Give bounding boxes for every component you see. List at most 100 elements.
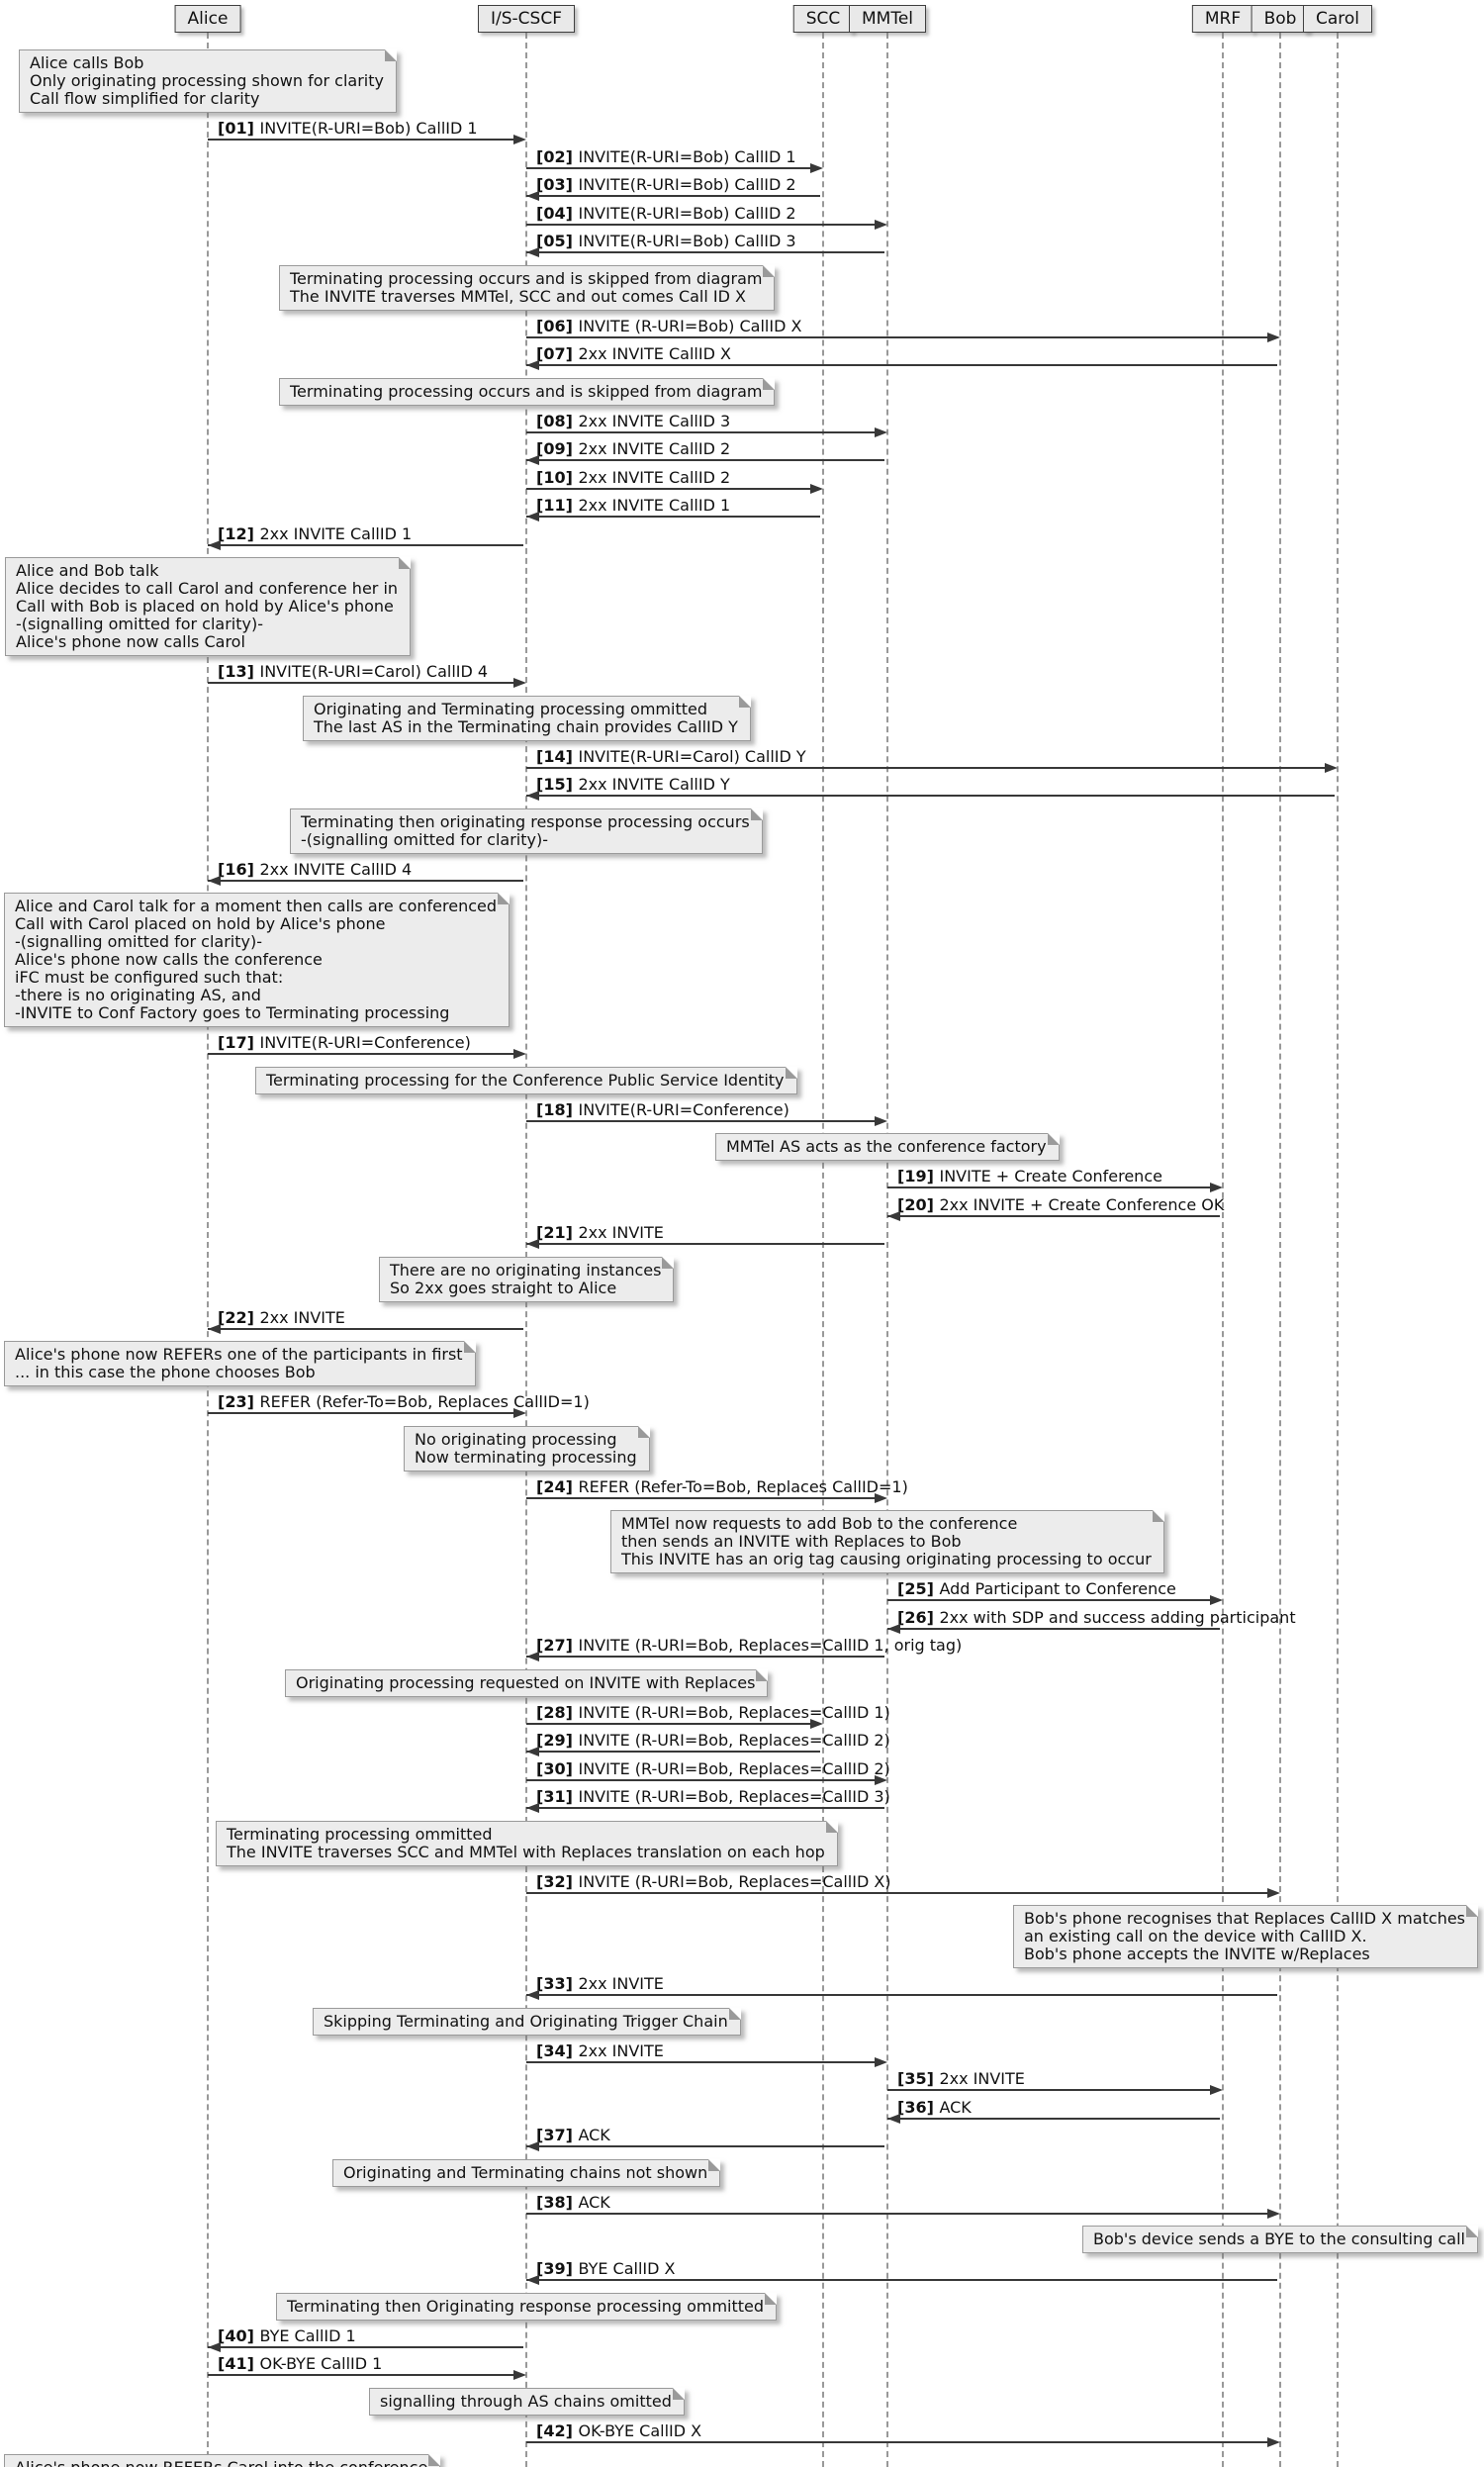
message-18-label: [18] INVITE(R-URI=Conference) (536, 1099, 789, 1119)
message-16-arrow (208, 879, 523, 882)
note-56: Bob's device sends a BYE to the consulti… (1082, 2226, 1478, 2253)
message-seq: [27] (536, 1636, 579, 1655)
message-14-arrowhead (1325, 762, 1338, 773)
note-line: Terminating then Originating response pr… (287, 2296, 765, 2316)
note-line: -there is no originating AS, and (15, 986, 261, 1004)
message-24-arrowhead (875, 1492, 887, 1503)
note-line: Terminating processing for the Conferenc… (266, 1070, 785, 1090)
lifeline-bob (1279, 33, 1281, 2467)
note-line: So 2xx goes straight to Alice (390, 1278, 617, 1297)
message-39-arrowhead (526, 2275, 539, 2285)
message-seq: [34] (536, 2040, 579, 2060)
message-25-arrow (887, 1599, 1220, 1601)
message-33-arrowhead (526, 1990, 539, 2000)
message-04-arrow (526, 223, 884, 226)
message-04-arrowhead (875, 219, 887, 230)
message-15-arrowhead (526, 791, 539, 801)
message-seq: [18] (536, 1099, 579, 1119)
message-22-arrowhead (208, 1323, 221, 1334)
message-42-arrow (526, 2440, 1277, 2443)
message-seq: [09] (536, 439, 579, 458)
message-12-label: [12] 2xx INVITE CallID 1 (218, 523, 413, 543)
note-line: Terminating then originating response pr… (301, 811, 750, 831)
note-line: an existing call on the device with Call… (1024, 1927, 1367, 1945)
message-07-arrow (526, 364, 1277, 366)
note-line: Bob's phone accepts the INVITE w/Replace… (1024, 1945, 1370, 1963)
message-25-label: [25] Add Participant to Conference (897, 1579, 1176, 1598)
note-line: Alice's phone now calls Carol (16, 632, 245, 651)
note-22: Alice and Carol talk for a moment then c… (4, 893, 510, 1027)
message-16-arrowhead (208, 875, 221, 886)
note-line: Alice and Carol talk for a moment then c… (15, 897, 497, 915)
note-6: Terminating processing occurs and is ski… (279, 264, 776, 311)
message-seq: [38] (536, 2192, 579, 2212)
message-11-arrowhead (526, 512, 539, 522)
note-line: Call with Bob is placed on hold by Alice… (16, 597, 394, 616)
note-line: Alice and Bob talk (16, 561, 159, 580)
note-9: Terminating processing occurs and is ski… (279, 377, 776, 406)
message-32-arrow (526, 1891, 1277, 1894)
message-seq: [01] (218, 119, 260, 138)
message-15-arrow (526, 795, 1335, 797)
note-line: Originating processing requested on INVI… (296, 1672, 756, 1692)
message-seq: [07] (536, 344, 579, 363)
note-line: Bob's device sends a BYE to the consulti… (1093, 2230, 1465, 2248)
note-32: Alice's phone now REFERs one of the part… (4, 1341, 476, 1386)
message-31-arrowhead (526, 1803, 539, 1813)
message-19-arrow (887, 1186, 1220, 1188)
message-26-label: [26] 2xx with SDP and success adding par… (897, 1607, 1296, 1627)
note-49: Skipping Terminating and Originating Tri… (313, 2007, 741, 2036)
message-11-label: [11] 2xx INVITE CallID 1 (536, 496, 731, 515)
message-31-arrow (526, 1807, 884, 1809)
message-21-arrowhead (526, 1239, 539, 1249)
note-36: MMTel now requests to add Bob to the con… (610, 1510, 1164, 1573)
note-58: Terminating then Originating response pr… (276, 2292, 778, 2321)
message-seq: [13] (218, 662, 260, 681)
message-39-label: [39] BYE CallID X (536, 2259, 676, 2278)
message-35-label: [35] 2xx INVITE (897, 2069, 1025, 2088)
message-29-arrow (526, 1751, 820, 1753)
note-line: signalling through AS chains omitted (380, 2391, 672, 2411)
message-23-arrow (208, 1412, 523, 1414)
note-20: Terminating then originating response pr… (290, 807, 763, 854)
message-30-arrow (526, 1778, 884, 1781)
note-24: Terminating processing for the Conferenc… (255, 1066, 797, 1094)
message-seq: [05] (536, 232, 579, 250)
message-seq: [21] (536, 1223, 579, 1242)
note-line: The last AS in the Terminating chain pro… (314, 716, 738, 736)
message-23-arrowhead (513, 1408, 526, 1418)
message-30-arrowhead (875, 1774, 887, 1785)
message-08-label: [08] 2xx INVITE CallID 3 (536, 411, 731, 430)
message-19-label: [19] INVITE + Create Conference (897, 1167, 1162, 1186)
message-22-arrow (208, 1327, 523, 1330)
message-35-arrow (887, 2089, 1220, 2091)
message-35-arrowhead (1210, 2085, 1223, 2095)
note-63: Alice's phone now REFERs Carol into the … (4, 2454, 441, 2467)
note-26: MMTel AS acts as the conference factory (715, 1133, 1060, 1161)
participant-carol: Carol (1302, 5, 1373, 33)
message-28-label: [28] INVITE (R-URI=Bob, Replaces=CallID … (536, 1702, 890, 1722)
note-line: Originating and Terminating processing o… (314, 699, 707, 718)
message-42-arrowhead (1267, 2436, 1280, 2447)
message-24-label: [24] REFER (Refer-To=Bob, Replaces CallI… (536, 1476, 908, 1496)
participant-mrf: MRF (1191, 5, 1254, 33)
message-30-label: [30] INVITE (R-URI=Bob, Replaces=CallID … (536, 1758, 890, 1778)
message-02-arrow (526, 166, 820, 169)
message-14-label: [14] INVITE(R-URI=Carol) CallID Y (536, 746, 806, 766)
note-line: -(signalling omitted for clarity)- (16, 615, 263, 633)
message-41-arrowhead (513, 2370, 526, 2380)
lifeline-scc (822, 33, 824, 2467)
note-line: Originating and Terminating chains not s… (343, 2162, 708, 2182)
message-42-label: [42] OK-BYE CallID X (536, 2420, 702, 2440)
note-line: No originating processing (415, 1429, 617, 1449)
message-seq: [23] (218, 1392, 260, 1411)
message-20-arrow (887, 1214, 1220, 1217)
note-line: then sends an INVITE with Replaces to Bo… (621, 1532, 962, 1551)
message-40-arrowhead (208, 2341, 221, 2352)
note-line: -(signalling omitted for clarity)- (301, 829, 548, 849)
message-seq: [31] (536, 1787, 579, 1806)
message-20-arrowhead (887, 1210, 900, 1221)
